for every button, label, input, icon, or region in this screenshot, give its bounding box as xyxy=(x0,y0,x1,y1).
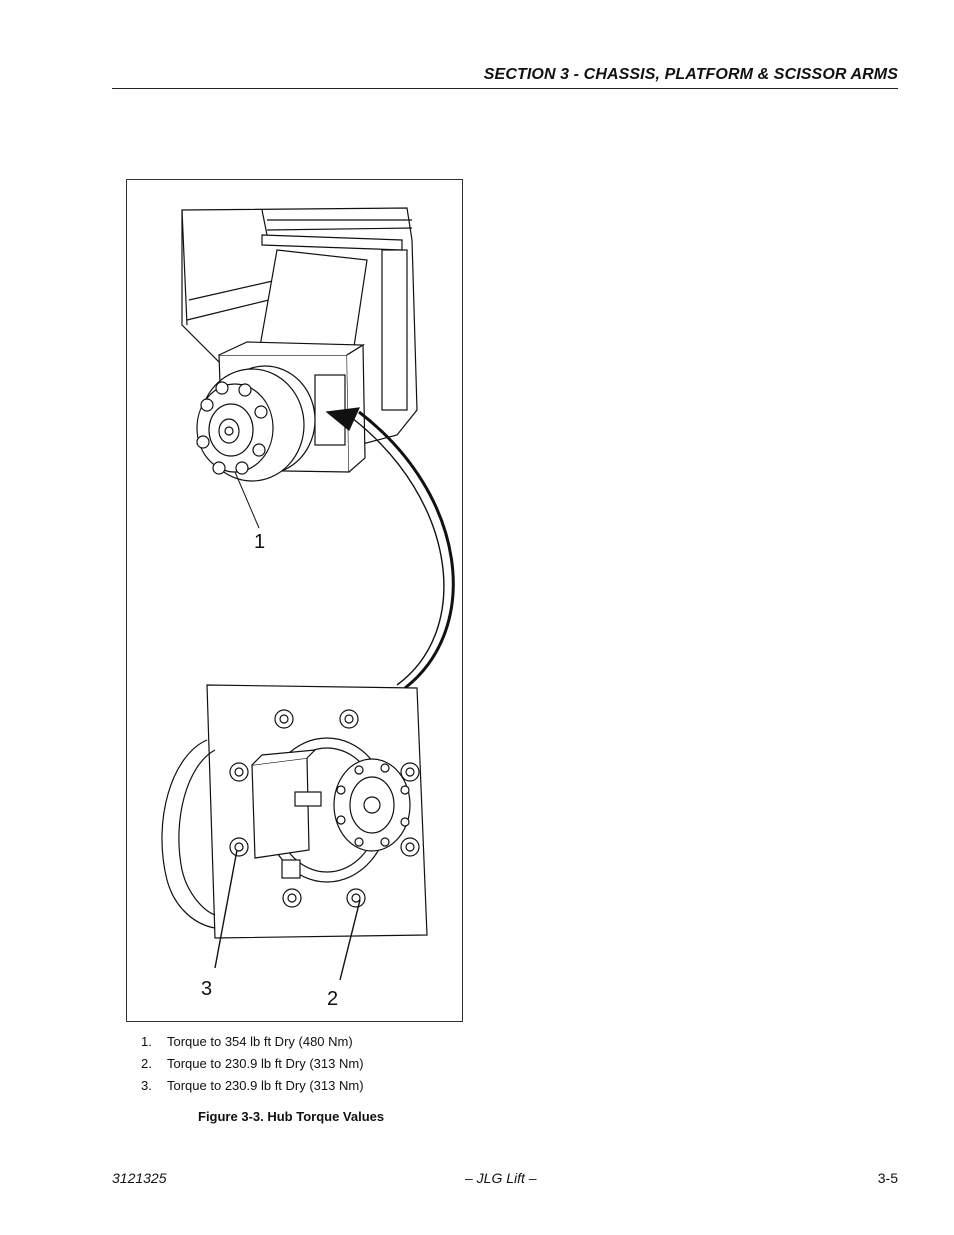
hub-drawing xyxy=(161,207,455,981)
legend-item: 3. Torque to 230.9 lb ft Dry (313 Nm) xyxy=(141,1077,364,1093)
callout-2: 2 xyxy=(327,988,339,1010)
figure-illustration: 1 2 3 xyxy=(126,179,463,1022)
callout-3: 3 xyxy=(201,978,213,1000)
figure-legend: 1. Torque to 354 lb ft Dry (480 Nm) 2. T… xyxy=(141,1030,364,1096)
page-header: SECTION 3 - CHASSIS, PLATFORM & SCISSOR … xyxy=(112,64,898,89)
legend-item: 1. Torque to 354 lb ft Dry (480 Nm) xyxy=(141,1033,353,1049)
callout-1: 1 xyxy=(254,531,266,553)
figure-caption: Figure 3-3. Hub Torque Values xyxy=(198,1109,385,1124)
footer-doc-number: 3121325 xyxy=(112,1170,167,1186)
section-title: SECTION 3 - CHASSIS, PLATFORM & SCISSOR … xyxy=(483,66,898,83)
legend-item: 2. Torque to 230.9 lb ft Dry (313 Nm) xyxy=(141,1055,364,1071)
footer-center: – JLG Lift – xyxy=(465,1170,537,1186)
footer-page-number: 3-5 xyxy=(877,1170,898,1186)
